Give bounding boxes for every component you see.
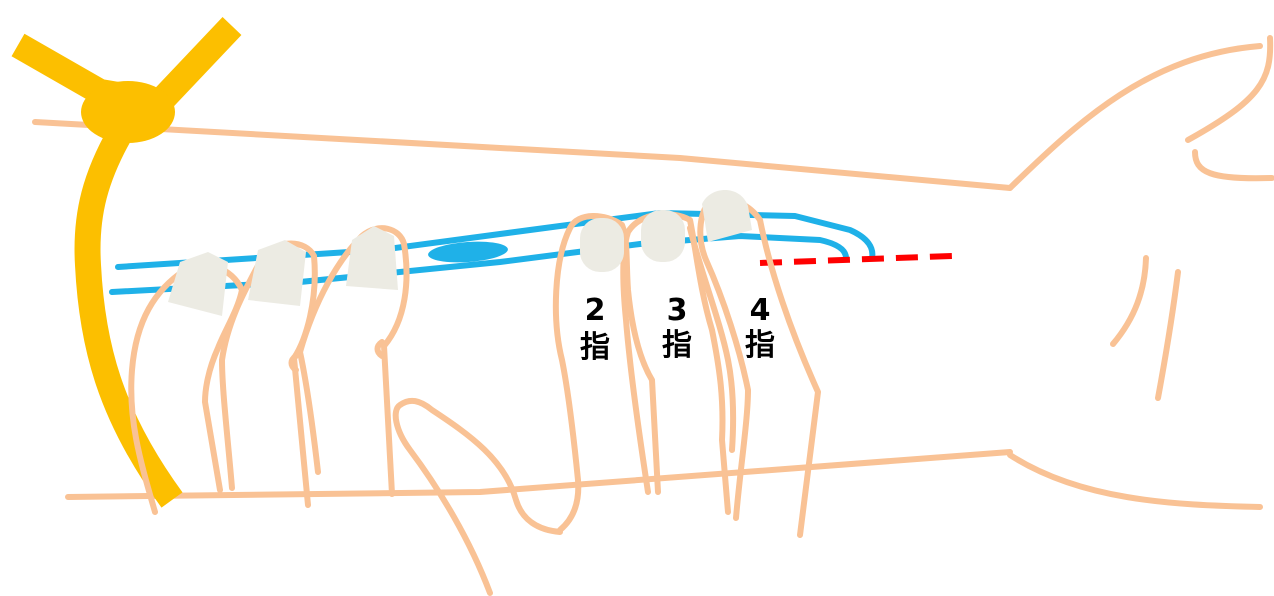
elbow-crease-1 (1113, 258, 1146, 344)
finger-4-number: 4 (750, 293, 771, 328)
elbow-crease-2 (1158, 272, 1178, 398)
finger-4-kanji: 指 (745, 328, 775, 363)
tourniquet-tail (87, 125, 172, 500)
finger-labels: 2 指 3 指 4 指 (580, 293, 775, 365)
left-nail-3 (346, 226, 398, 290)
arm-lower-edge (68, 452, 1010, 497)
finger-2-number: 2 (585, 293, 606, 328)
finger-3-kanji: 指 (662, 328, 692, 363)
right-nail-3 (641, 210, 685, 262)
finger-3-number: 3 (667, 293, 688, 328)
left-thumb (396, 401, 560, 593)
upper-arm-fold-bottom (1195, 152, 1272, 178)
right-nail-2 (580, 218, 624, 272)
upper-arm-fold-top (1188, 38, 1270, 140)
arm-upper-edge (35, 122, 1010, 188)
tourniquet-knot (81, 81, 175, 143)
left-hand-fingers (131, 226, 560, 593)
finger-2-kanji: 指 (580, 330, 610, 365)
insertion-target-line (760, 256, 952, 263)
left-nail-2 (248, 240, 306, 306)
elbow-lower-curve (1010, 455, 1260, 507)
